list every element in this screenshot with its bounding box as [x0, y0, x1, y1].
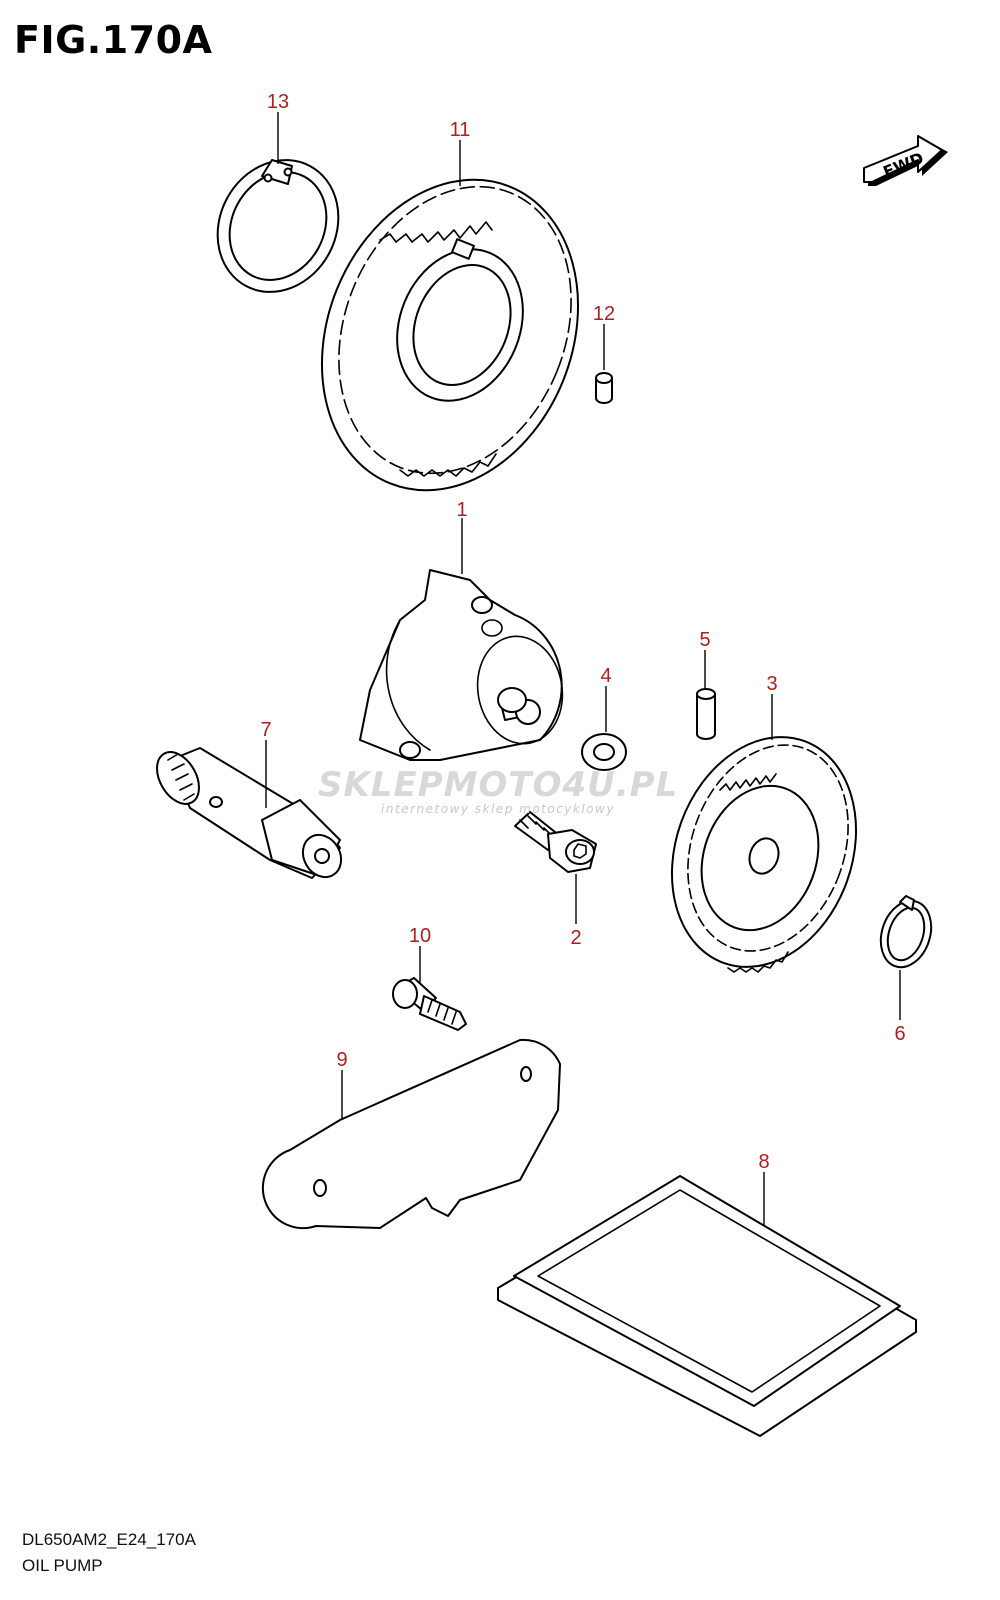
part-1-oil-pump	[359, 569, 564, 761]
callout-8: 8	[758, 1151, 769, 1173]
part-9-plate	[261, 1038, 561, 1230]
figure-title: FIG.170A	[14, 18, 213, 62]
part-5-dowel-pin	[696, 688, 716, 740]
model-code: DL650AM2_E24_170A	[22, 1530, 196, 1549]
callout-10: 10	[409, 925, 431, 947]
watermark: SKLEPMOTO4U.PL internetowy sklep motocyk…	[318, 768, 678, 816]
part-3-driven-gear	[670, 736, 858, 973]
part-8-oil-strainer	[497, 1175, 917, 1437]
callout-3: 3	[766, 673, 777, 695]
part-7-shaft	[156, 747, 343, 879]
part-6-circlip	[879, 895, 933, 969]
part-10-bolt	[392, 977, 467, 1031]
callout-6: 6	[894, 1023, 905, 1045]
callout-labels: 1 2 3 4 5 6 7 8 9 10 11 12 13	[260, 91, 905, 1173]
leader-lines	[265, 112, 901, 1226]
callout-12: 12	[593, 303, 615, 325]
part-4-washer	[581, 733, 627, 771]
callout-13: 13	[267, 91, 289, 113]
callout-7: 7	[260, 719, 271, 741]
footer: DL650AM2_E24_170A OIL PUMP	[22, 1527, 196, 1579]
callout-5: 5	[699, 629, 710, 651]
part-13-circlip	[216, 159, 340, 293]
callout-9: 9	[336, 1049, 347, 1071]
part-11-gear	[320, 178, 580, 492]
part-12-dowel-pin	[595, 372, 613, 404]
fwd-arrow-icon: FWD	[863, 135, 948, 186]
callout-4: 4	[600, 665, 611, 687]
callout-2: 2	[570, 927, 581, 949]
callout-1: 1	[456, 499, 467, 521]
watermark-brand: SKLEPMOTO4U.PL	[318, 765, 679, 805]
callout-11: 11	[450, 119, 471, 141]
watermark-tagline: internetowy sklep motocyklowy	[381, 802, 615, 816]
diagram-caption: OIL PUMP	[22, 1556, 103, 1575]
part-2-bolt	[514, 811, 597, 873]
